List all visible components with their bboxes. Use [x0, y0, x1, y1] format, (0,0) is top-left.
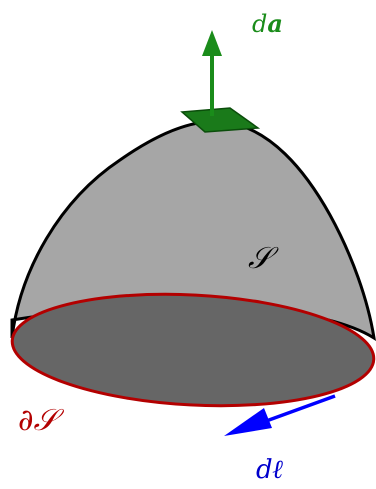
- line-element-label: dℓ: [256, 455, 284, 485]
- line-element-arrowhead: [224, 408, 272, 436]
- surface-base: [12, 294, 374, 406]
- line-element-symbol: ℓ: [273, 455, 284, 485]
- boundary-label: ∂𝒮: [18, 403, 65, 438]
- line-element-arrow: [257, 394, 336, 426]
- area-element-prefix: d: [252, 10, 267, 38]
- area-normal-arrowhead: [202, 30, 222, 56]
- area-element-label: da: [252, 9, 283, 38]
- line-element-prefix: d: [256, 455, 273, 485]
- area-element-symbol: a: [267, 9, 283, 38]
- boundary-curve: [10, 292, 376, 408]
